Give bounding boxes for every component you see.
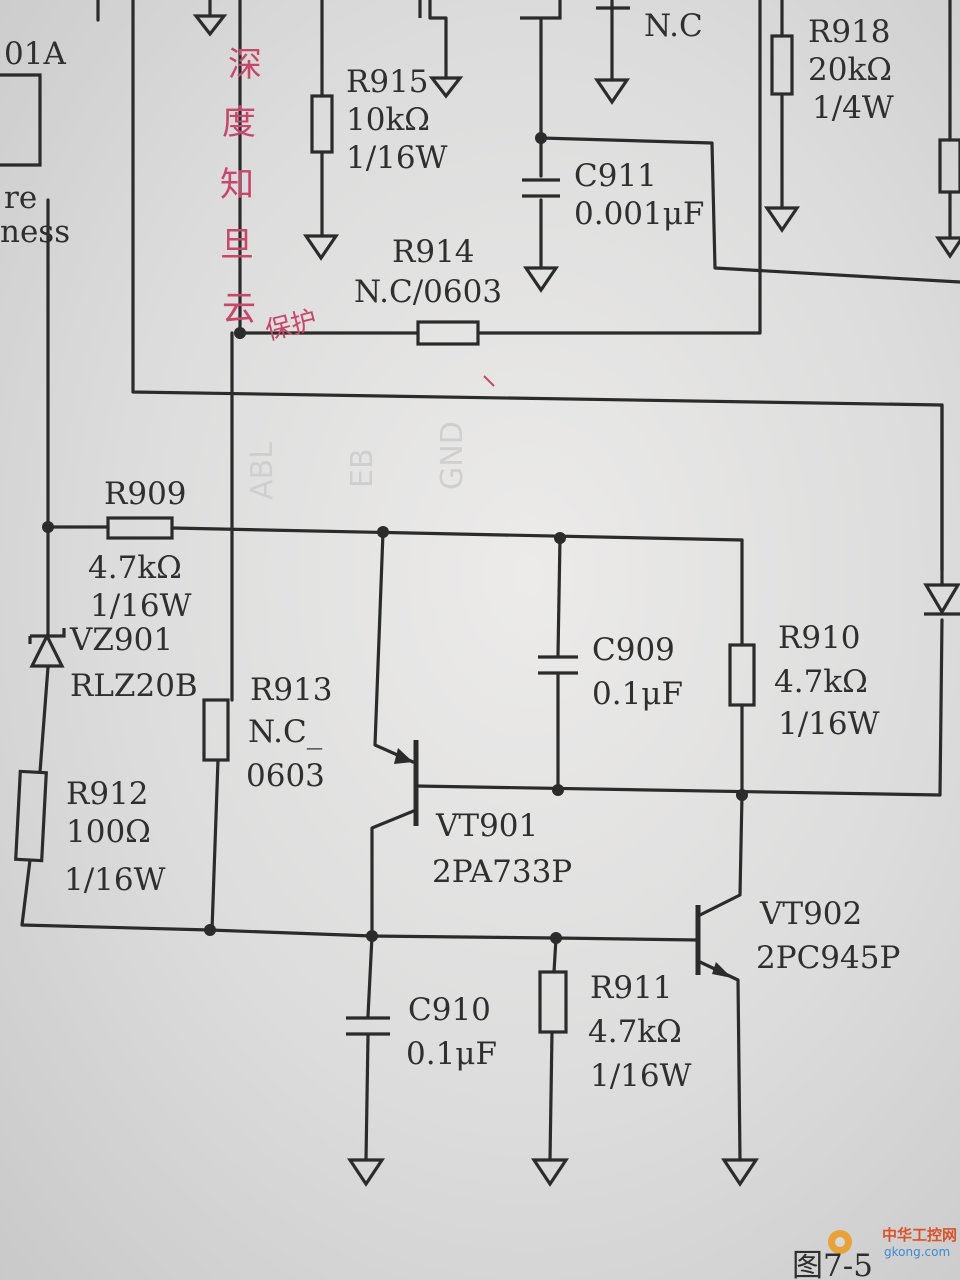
r918-power: 1/4W [812,90,894,126]
junction-r914 [234,327,246,339]
r911-power: 1/16W [590,1058,692,1094]
junction-c910-top [366,930,378,942]
junction-r913-bottom [204,924,216,936]
r913-package: 0603 [246,758,325,794]
faint-label-gnd: GND [435,421,470,490]
r910-value: 4.7kΩ [774,664,868,700]
junction-r911-top [550,932,562,944]
resistor-r912 [14,769,48,863]
vt902-value: 2PC945P [756,940,900,976]
c911-ref: C911 [574,158,657,194]
c910-value: 0.1μF [406,1036,497,1072]
watermark-name: 中华工控网 [882,1226,957,1244]
ground-symbol-vt902 [721,1158,759,1187]
handwritten-char-5: 云 [222,289,256,329]
r913-ref: R913 [250,672,333,708]
resistor-r913 [202,698,230,762]
r909-ref: R909 [104,476,187,512]
handwritten-char-2: 度 [222,103,256,143]
vt901-value: 2PA733P [432,854,572,890]
handwritten-char-4: 旦 [220,225,254,265]
handwritten-char-1: 深 [228,45,262,85]
top-wiring [0,0,960,572]
ground-symbol-c910 [347,1158,385,1187]
r915-power: 1/16W [346,140,448,176]
red-pen-mark [483,375,495,387]
faint-label-eb: EB [345,448,380,488]
resistor-r909 [106,516,174,540]
resistor-r915 [310,94,334,154]
vz901-value: RLZ20B [70,668,198,704]
resistor-right-edge [938,138,960,194]
capacitor-c911 [522,178,560,198]
capacitor-c910 [346,1016,390,1036]
junction-r909-left [42,521,54,533]
handwritten-char-3: 知 [220,165,254,205]
vz901-ref: VZ901 [69,622,173,658]
r912-value: 100Ω [66,814,151,850]
page-number-fragment: 01A [4,36,66,72]
r909-value: 4.7kΩ [88,550,182,586]
watermark-url: gkong.com [884,1245,950,1259]
r911-value: 4.7kΩ [588,1014,682,1050]
capacitor-c909 [538,655,578,675]
r914-value: N.C/0603 [354,274,502,310]
side-text-line-1: re [4,180,37,216]
c911-value: 0.001μF [574,196,704,232]
zener-vz901 [28,628,66,668]
junction-c909-bottom [552,784,564,796]
r913-value: N.C_ [248,714,323,750]
vt902-ref: VT902 [759,896,862,932]
c909-value: 0.1μF [592,676,683,712]
side-text-line-2: ness [0,214,70,250]
r910-power: 1/16W [778,706,880,742]
r909-power: 1/16W [90,588,192,624]
r911-ref: R911 [590,970,673,1006]
main-wiring [20,331,944,1162]
resistor-r910 [728,643,756,707]
r918-ref: R918 [808,14,891,50]
diode-right [923,583,960,616]
figure-caption: 图7-5 [792,1248,873,1280]
r918-value: 20kΩ [808,52,892,88]
handwritten-char-6: 保护 [262,305,320,347]
junction-c909-top [554,532,566,544]
c909-ref: C909 [592,632,675,668]
r910-ref: R910 [778,620,861,656]
resistor-r914 [416,320,480,346]
ground-symbol-r911 [531,1158,569,1187]
junction-c911 [535,132,547,144]
r915-value: 10kΩ [346,102,430,138]
c910-ref: C910 [408,992,491,1028]
faint-label-abl: ABL [245,442,280,500]
r912-power: 1/16W [64,862,166,898]
watermark-logo: 中华工控网 gkong.com [828,1226,957,1259]
vt901-ref: VT901 [435,808,538,844]
r912-ref: R912 [66,776,149,812]
junction-vt901-emitter [377,526,389,538]
nc-top-label: N.C [644,8,703,44]
resistor-r918 [770,34,794,96]
resistor-r911 [538,970,568,1034]
junction-r910-bottom [736,789,748,801]
r915-ref: R915 [346,64,429,100]
r914-ref: R914 [392,234,475,270]
